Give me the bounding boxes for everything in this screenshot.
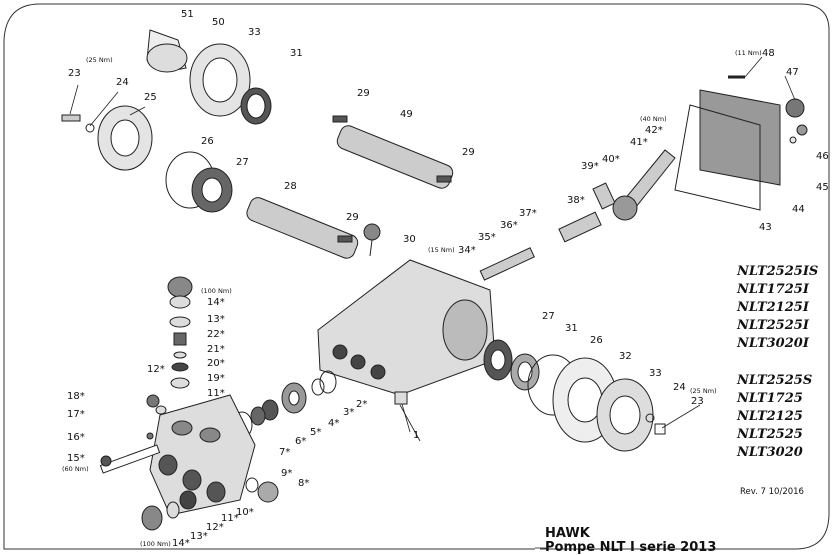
part-label: 17* [67, 409, 85, 420]
part-label: 23 [68, 68, 81, 79]
part-label: 46 [816, 151, 829, 162]
part-label: 13* [190, 531, 208, 542]
part-label: 12* [206, 522, 224, 533]
part-label: 22* [207, 329, 225, 340]
torque-note: (15 Nm) [428, 246, 455, 254]
part-label: 43 [759, 222, 772, 233]
torque-note: (25 Nm) [690, 387, 717, 395]
torque-note: (25 Nm) [86, 56, 113, 64]
part-label: 4* [328, 418, 340, 429]
part-label: 26 [201, 136, 214, 147]
frame-border [3, 3, 830, 550]
part-label: 19* [207, 373, 225, 384]
part-label: 11* [207, 388, 225, 399]
part-label: 45 [816, 182, 829, 193]
part-label: 35* [478, 232, 496, 243]
model-name: NLT2525S [737, 373, 813, 388]
rear-cover [674, 75, 808, 211]
model-name: NLT2125 [737, 409, 803, 424]
part-label: 44 [792, 204, 805, 215]
part-label: 31 [565, 323, 578, 334]
part-label: 13* [207, 314, 225, 325]
part-label: 7* [279, 447, 291, 458]
part-label: 16* [67, 432, 85, 443]
part-label: 47 [786, 67, 799, 78]
part-label: 18* [67, 391, 85, 402]
part-label: 27 [236, 157, 249, 168]
part-label: 10* [236, 507, 254, 518]
torque-note: (60 Nm) [62, 465, 89, 473]
part-label: 42* [645, 125, 663, 136]
side-parts [483, 339, 666, 452]
part-label: 2* [356, 399, 368, 410]
torque-note: (11 Nm) [735, 49, 762, 57]
model-name: NLT3020I [737, 336, 809, 351]
part-label: 41* [630, 137, 648, 148]
part-label: 36* [500, 220, 518, 231]
part-label: 50 [212, 17, 225, 28]
part-label: 31 [290, 48, 303, 59]
part-label: 48 [762, 48, 775, 59]
torque-note: (100 Nm) [201, 287, 232, 295]
leader-lines [69, 56, 796, 549]
part-label: 9* [281, 468, 293, 479]
part-label: 39* [581, 161, 599, 172]
part-label: 27 [542, 311, 555, 322]
part-label: 29 [346, 212, 359, 223]
part-label: 40* [602, 154, 620, 165]
part-label: 3* [343, 407, 355, 418]
con-rod-parts [479, 149, 676, 281]
cover-parts [61, 29, 272, 213]
part-label: 33 [248, 27, 261, 38]
document-subtitle: Pompe NLT I serie 2013 [545, 540, 717, 555]
pump-body [317, 259, 496, 405]
model-name: NLT1725 [737, 391, 803, 406]
manifold [99, 276, 256, 531]
brand-title: HAWK [545, 526, 590, 541]
torque-note: (100 Nm) [140, 540, 171, 548]
part-label: 5* [310, 427, 322, 438]
part-label: 8* [298, 478, 310, 489]
part-label: 38* [567, 195, 585, 206]
model-name: NLT2525I [737, 318, 809, 333]
part-label: 15* [67, 453, 85, 464]
model-name: NLT2525 [737, 427, 803, 442]
part-label: 37* [519, 208, 537, 219]
part-label: 21* [207, 344, 225, 355]
part-label: 30 [403, 234, 416, 245]
crankshafts [246, 115, 454, 259]
part-label: 12* [147, 364, 165, 375]
model-name: NLT1725I [737, 282, 809, 297]
part-label: 1 [413, 430, 420, 441]
part-label: 49 [400, 109, 413, 120]
part-label: 20* [207, 358, 225, 369]
part-label: 28 [284, 181, 297, 192]
part-label: 14* [172, 538, 190, 549]
torque-note: (40 Nm) [640, 115, 667, 123]
part-label: 24 [116, 77, 129, 88]
model-name: NLT2125I [737, 300, 809, 315]
revision-note: Rev. 7 10/2016 [740, 487, 804, 497]
part-label: 29 [462, 147, 475, 158]
part-label: 25 [144, 92, 157, 103]
part-label: 23 [691, 396, 704, 407]
part-label: 14* [207, 297, 225, 308]
part-label: 32 [619, 351, 632, 362]
part-label: 6* [295, 436, 307, 447]
part-label: 51 [181, 9, 194, 20]
part-label: 34* [458, 245, 476, 256]
part-label: 33 [649, 368, 662, 379]
seals-packings [231, 370, 337, 503]
part-label: 11* [221, 513, 239, 524]
model-name: NLT3020 [737, 445, 803, 460]
part-label: 29 [357, 88, 370, 99]
part-label: 26 [590, 335, 603, 346]
part-label: 24 [673, 382, 686, 393]
model-name: NLT2525IS [737, 264, 819, 279]
